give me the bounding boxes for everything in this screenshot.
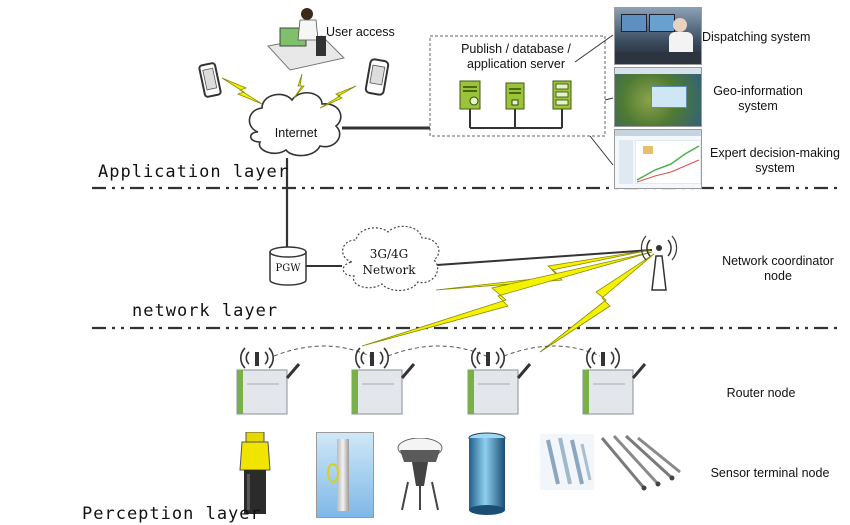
router-node-label: Router node: [726, 386, 796, 400]
ultrasonic-level-sensor-icon: [239, 432, 271, 514]
pgw-cylinder-icon: [269, 246, 307, 286]
router-device-icon-3: [467, 347, 532, 415]
dispatching-system-image: [614, 7, 702, 65]
server-icon-1: [459, 80, 481, 110]
router-mesh-links: [273, 345, 601, 357]
tablet-icon: [198, 62, 222, 98]
user-access-icon: [267, 8, 345, 71]
expert-decision-system-label: Expert decision-making system: [710, 146, 840, 175]
coordinator-antenna-icon: [640, 235, 678, 291]
wireless-link-icons: [221, 73, 357, 109]
router-device-icon-4: [582, 347, 647, 415]
cylinder-sensor-icon: [468, 432, 506, 515]
dispatching-system-label: Dispatching system: [702, 30, 811, 44]
server-dispatching-link: [574, 34, 614, 63]
soil-moisture-probes-icon: [600, 434, 681, 491]
geo-information-system-image: [614, 67, 702, 127]
router-device-icon-1: [236, 347, 301, 415]
network-coordinator-label: Network coordinator node: [722, 254, 834, 283]
internet-cloud-icon: [248, 92, 342, 157]
pgw-label: PGW: [275, 263, 301, 274]
server-geo-link: [604, 97, 614, 101]
application-layer-label: Application layer: [98, 162, 289, 182]
server-box: [429, 35, 606, 137]
server-expert-link: [589, 135, 614, 166]
server-label: Publish / database / application server: [461, 42, 571, 71]
router-device-icon-2: [351, 347, 416, 415]
server-icon-3: [552, 80, 572, 110]
geo-information-system-label: Geo-information system: [713, 84, 803, 113]
wireless-lightning-icons: [361, 249, 655, 353]
phone-icon: [364, 58, 390, 96]
network-cloud-icon: [342, 225, 440, 292]
user-access-label: User access: [326, 25, 395, 39]
network-coordinator-link: [436, 249, 653, 266]
expert-decision-system-image: [614, 129, 702, 189]
temperature-probes-icon: [540, 434, 594, 490]
gps-receiver-icon: [397, 438, 443, 511]
network-layer-label: network layer: [132, 301, 279, 321]
water-level-sensor-image: [316, 432, 374, 518]
sensor-terminal-label: Sensor terminal node: [710, 466, 830, 480]
network-3g4g-label: 3G/4G Network: [362, 247, 416, 277]
server-icon-2: [505, 82, 525, 110]
internet-label: Internet: [274, 126, 318, 140]
perception-layer-label: Perception layer: [82, 504, 262, 524]
